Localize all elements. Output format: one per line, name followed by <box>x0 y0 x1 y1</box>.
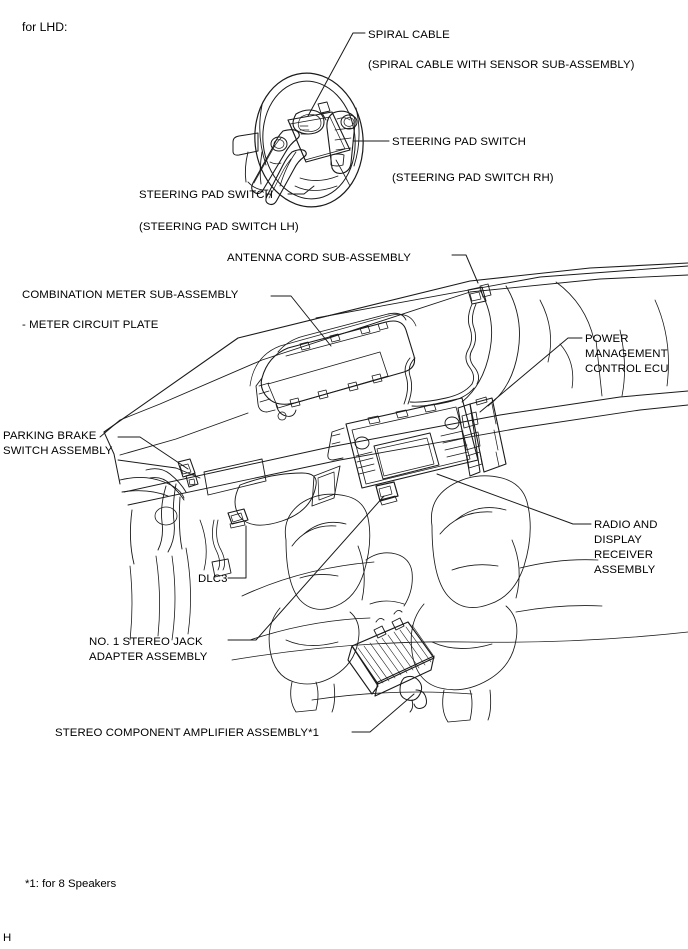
seats-illustration <box>231 475 688 723</box>
callout-steering-pad-switch-lh: STEERING PAD SWITCH <box>139 189 273 201</box>
callout-spiral-cable-sub: (SPIRAL CABLE WITH SENSOR SUB-ASSEMBLY) <box>368 59 635 71</box>
page-mark: H <box>3 932 12 944</box>
antenna-cord-part <box>409 283 492 407</box>
radio-display-receiver-part <box>311 357 479 507</box>
callout-combination-meter-sub-assembly: COMBINATION METER SUB-ASSEMBLY <box>22 289 239 301</box>
leader-dlc3 <box>227 525 247 579</box>
callout-radio-display-receiver-line2: DISPLAY <box>594 534 642 546</box>
dlc3-part <box>211 508 249 578</box>
parking-brake-switch-part <box>119 458 199 553</box>
callout-steering-pad-switch-rh-sub: (STEERING PAD SWITCH RH) <box>392 172 554 184</box>
leader-antenna-cord <box>451 254 479 284</box>
callout-antenna-cord-sub-assembly: ANTENNA CORD SUB-ASSEMBLY <box>227 252 411 264</box>
callout-spiral-cable: SPIRAL CABLE <box>368 29 450 41</box>
callout-power-management-control-ecu-line2: MANAGEMENT <box>585 348 668 360</box>
callout-meter-circuit-plate: - METER CIRCUIT PLATE <box>22 319 159 331</box>
callout-radio-display-receiver-line4: ASSEMBLY <box>594 564 656 576</box>
leader-radio-receiver <box>436 473 592 525</box>
instrument-panel-illustration <box>99 262 688 641</box>
steering-wheel-illustration <box>232 72 364 208</box>
combination-meter-part <box>249 312 417 421</box>
power-management-ecu-part <box>457 396 507 477</box>
stereo-amplifier-part <box>347 609 435 713</box>
leader-combination-meter <box>270 295 332 347</box>
callout-radio-display-receiver-line3: RECEIVER <box>594 549 654 561</box>
callout-power-management-control-ecu-line1: POWER <box>585 333 629 345</box>
leader-stereo-jack-adapter <box>227 495 385 641</box>
callout-steering-pad-switch-lh-sub: (STEERING PAD SWITCH LH) <box>139 221 299 233</box>
leader-power-management-ecu <box>479 337 583 413</box>
leader-steering-pad-switch-lh <box>287 185 315 195</box>
callout-stereo-jack-adapter-line1: NO. 1 STEREO JACK <box>89 636 203 648</box>
leader-spiral-cable <box>307 32 366 117</box>
leader-stereo-amplifier <box>351 693 415 733</box>
callout-stereo-jack-adapter-line2: ADAPTER ASSEMBLY <box>89 651 208 663</box>
callout-radio-display-receiver-line1: RADIO AND <box>594 519 658 531</box>
footnote-8-speakers: *1: for 8 Speakers <box>25 878 117 890</box>
callout-dlc3: DLC3 <box>198 573 228 585</box>
callout-stereo-component-amplifier-assembly: STEREO COMPONENT AMPLIFIER ASSEMBLY*1 <box>55 727 320 739</box>
leader-parking-brake-switch <box>117 436 189 470</box>
stereo-jack-adapter-part <box>375 481 399 506</box>
callout-parking-brake-switch-assembly-line2: SWITCH ASSEMBLY <box>3 445 113 457</box>
page-heading: for LHD: <box>22 20 68 34</box>
callout-power-management-control-ecu-line3: CONTROL ECU <box>585 363 669 375</box>
callout-parking-brake-switch-assembly-line1: PARKING BRAKE <box>3 430 97 442</box>
callout-steering-pad-switch-rh: STEERING PAD SWITCH <box>392 136 526 148</box>
